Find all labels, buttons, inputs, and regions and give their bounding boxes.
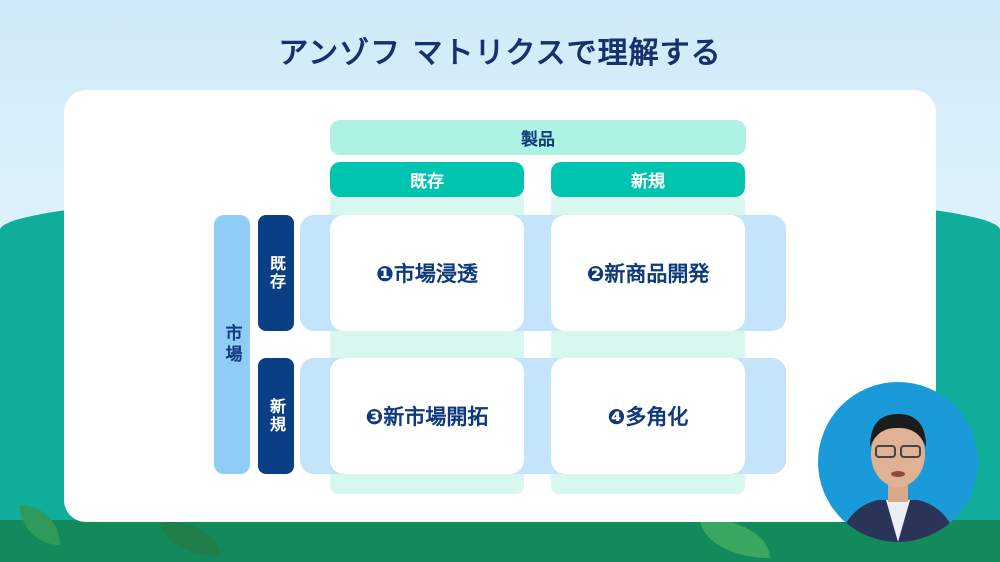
row-header-existing: 既存 bbox=[258, 215, 294, 331]
cell-product-development: ❷新商品開発 bbox=[551, 215, 745, 331]
slide-title: アンゾフ マトリクスで理解する bbox=[278, 36, 722, 71]
cell-diversification: ❹多角化 bbox=[551, 358, 745, 474]
column-header-existing: 既存 bbox=[330, 162, 524, 197]
cell-market-development: ❸新市場開拓 bbox=[330, 358, 524, 474]
presenter-video bbox=[818, 382, 978, 542]
market-header: 市場 bbox=[214, 215, 250, 474]
column-header-new: 新規 bbox=[551, 162, 745, 197]
cell-market-penetration: ❶市場浸透 bbox=[330, 215, 524, 331]
product-header: 製品 bbox=[330, 120, 746, 155]
presenter-icon bbox=[838, 414, 958, 542]
row-header-new: 新規 bbox=[258, 358, 294, 474]
